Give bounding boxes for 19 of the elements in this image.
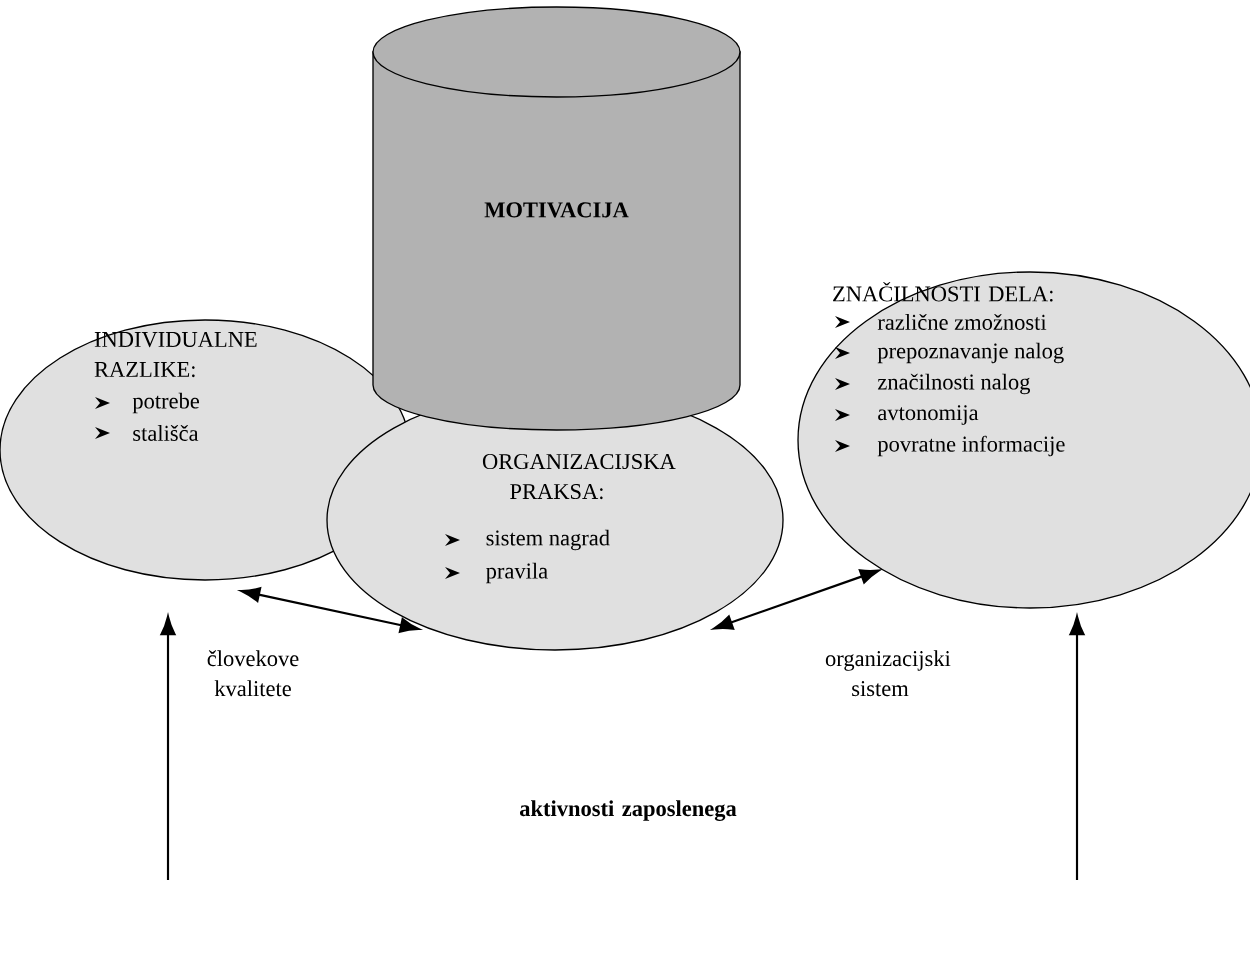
arrow <box>240 587 420 633</box>
list-item: prepoznavanje nalog <box>877 342 1064 364</box>
label: organizacijski sistem <box>825 650 951 697</box>
label: aktivnosti zaposlenega <box>520 800 737 821</box>
arrow <box>713 569 880 630</box>
label: človekove kvalitete <box>207 650 299 697</box>
list-item: pravila <box>486 562 548 584</box>
list-item: stališča <box>133 425 199 441</box>
arrow <box>160 615 176 880</box>
list-item: povratne informacije <box>877 435 1065 457</box>
arrow <box>1069 615 1085 880</box>
heading: ORGANIZACIJSKA PRAKSA: <box>482 454 676 500</box>
list-item: potrebe <box>132 392 200 414</box>
list-item: sistem nagrad <box>486 529 610 551</box>
heading: INDIVIDUALNE RAZLIKE: <box>94 332 257 378</box>
cylinder: MOTIVACIJA <box>372 6 741 431</box>
list-item: značilnosti nalog <box>877 373 1030 395</box>
list-item: različne zmožnosti <box>877 314 1047 330</box>
list-item: avtonomija <box>878 405 979 425</box>
